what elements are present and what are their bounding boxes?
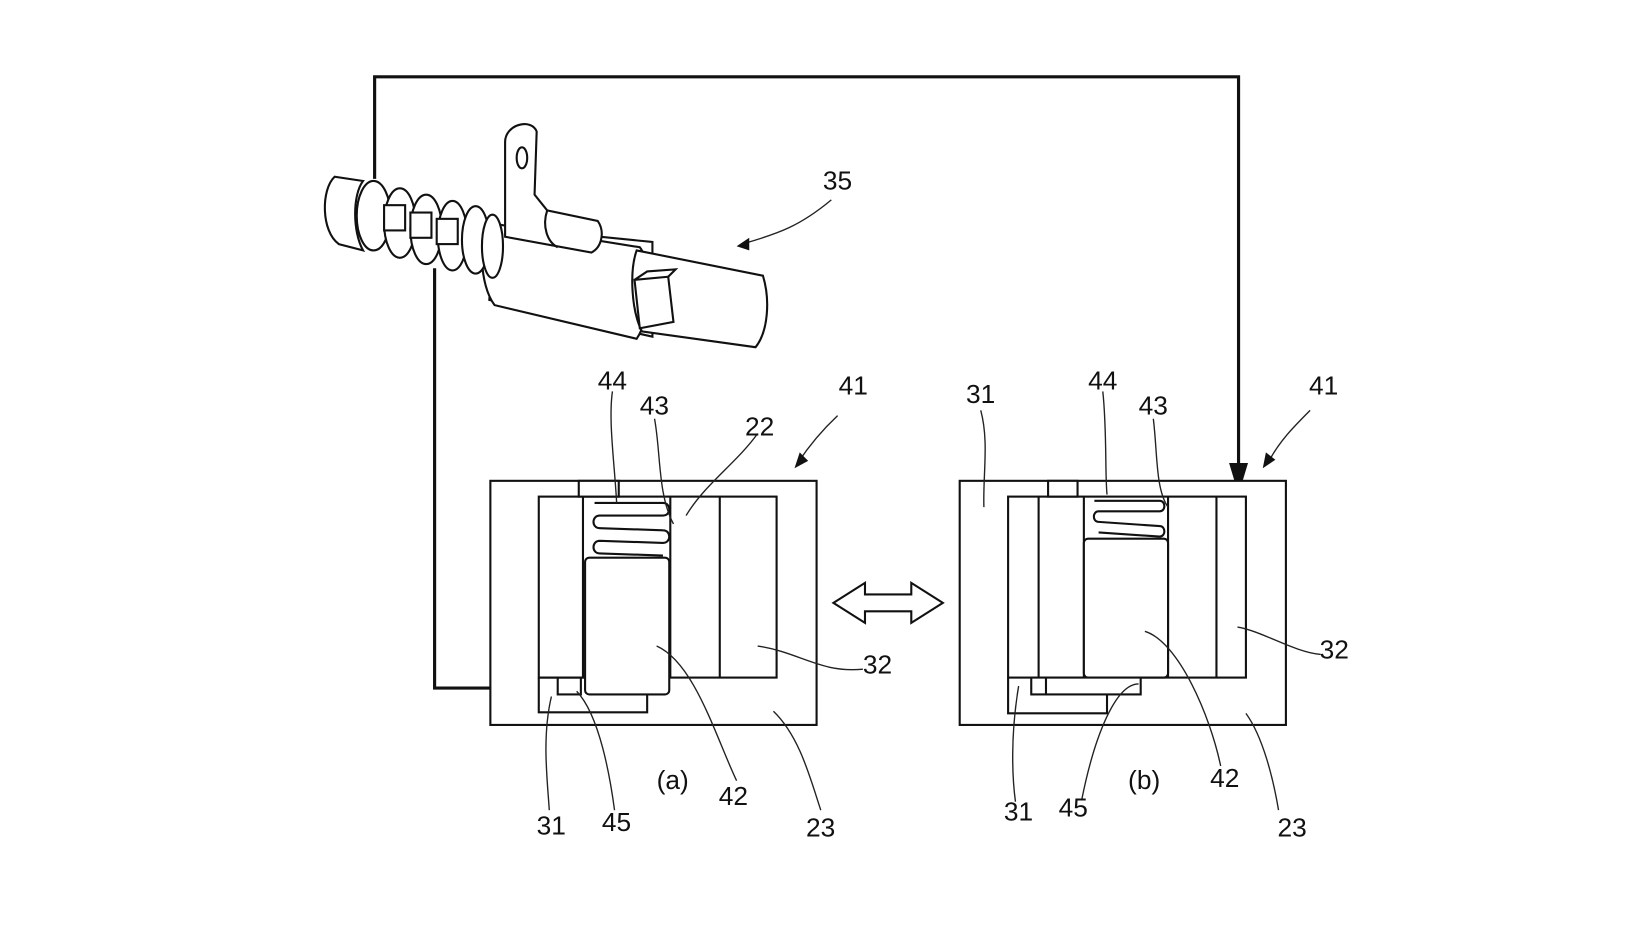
label-31-top: 31	[966, 379, 995, 409]
label-41: 41	[839, 371, 868, 401]
caption-b: (b)	[1128, 765, 1160, 795]
label-45: 45	[602, 807, 631, 837]
label-42: 42	[1210, 763, 1239, 793]
oil-control-valve: 35	[323, 123, 852, 349]
label-23: 23	[806, 812, 835, 842]
label-43: 43	[640, 391, 669, 421]
label-41: 41	[1309, 371, 1338, 401]
label-42: 42	[719, 781, 748, 811]
spring-icon	[1092, 499, 1166, 538]
label-45: 45	[1059, 792, 1088, 822]
label-44: 44	[598, 365, 627, 395]
label-35: 35	[823, 165, 852, 195]
oil-line-to-b	[373, 75, 1249, 495]
label-32: 32	[1320, 635, 1349, 665]
label-43: 43	[1139, 391, 1168, 421]
caption-a: (a)	[657, 765, 689, 795]
lock-mechanism-state-a: 44 43 22 41 32 42 23 31 45 (a)	[489, 365, 892, 842]
double-arrow-icon	[831, 580, 945, 625]
lock-mechanism-state-b: 31 44 43 41 32 42 23 31 45 (b)	[958, 365, 1349, 842]
label-31: 31	[537, 810, 566, 840]
label-32: 32	[863, 649, 892, 679]
label-44: 44	[1088, 365, 1117, 395]
label-31: 31	[1004, 797, 1033, 827]
label-23: 23	[1277, 812, 1306, 842]
label-22: 22	[745, 412, 774, 442]
arrowhead-down-icon	[1229, 462, 1249, 495]
